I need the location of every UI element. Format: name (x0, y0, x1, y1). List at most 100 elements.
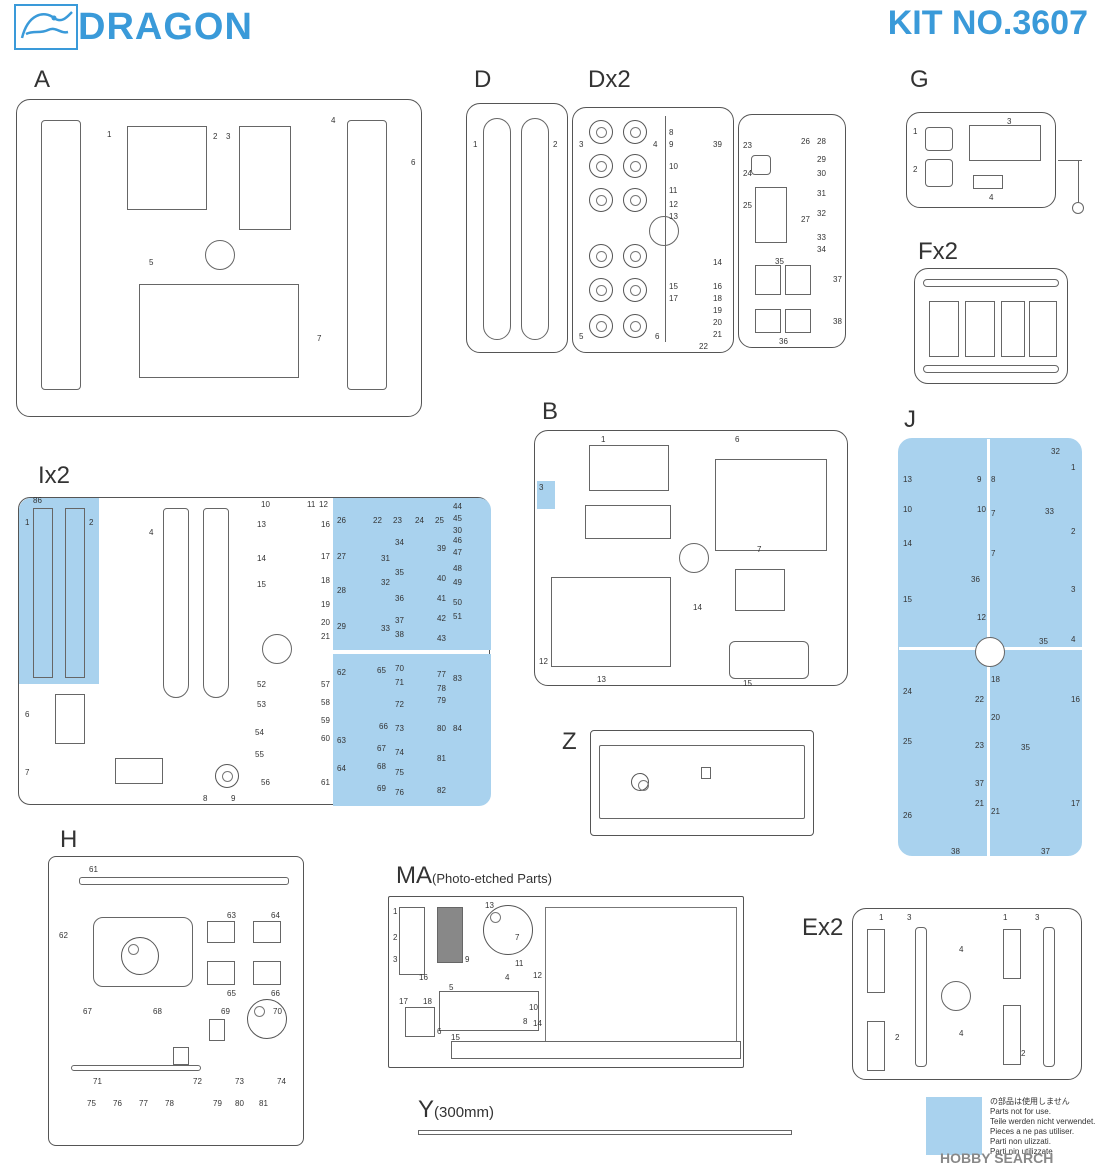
part-e-links-2 (867, 1021, 885, 1071)
legend-line: Pieces a ne pas utiliser. (990, 1127, 1075, 1136)
part-number: 11 (307, 500, 316, 509)
sprue-h: 61 62 63 64 65 66 67 68 69 70 71 72 73 7… (48, 856, 304, 1146)
part-number: 3 (539, 483, 544, 492)
part-e-track-run-2 (1043, 927, 1055, 1067)
part-number: 18 (321, 576, 330, 585)
part-ma-mesh-9 (437, 907, 463, 963)
part-number: 3 (226, 132, 231, 141)
sprue-label-ma: MA(Photo-etched Parts) (396, 862, 552, 890)
part-number: 83 (453, 674, 462, 683)
kit-number: KIT NO.3607 (887, 4, 1088, 42)
sprue-label-h: H (60, 826, 78, 853)
sprue-runner (665, 116, 666, 342)
part-number: 37 (1041, 847, 1050, 856)
part-number: 79 (437, 696, 446, 705)
part-number: 3 (1035, 913, 1040, 922)
part-number: 62 (337, 668, 346, 677)
part-number: 13 (669, 212, 678, 221)
part-number: 7 (991, 549, 996, 558)
part-i-grille-left (33, 508, 53, 678)
part-number: 2 (1071, 527, 1076, 536)
part-number: 63 (337, 736, 346, 745)
part-number: 75 (395, 768, 404, 777)
part-number: 23 (975, 741, 984, 750)
part-number: 37 (833, 275, 842, 284)
part-number: 32 (1051, 447, 1060, 456)
part-number: 65 (227, 989, 236, 998)
sprue-label-fx2: Fx2 (918, 238, 959, 265)
part-number: 27 (337, 552, 346, 561)
part-number: 9 (465, 955, 470, 964)
part-number: 21 (321, 632, 330, 641)
sprue-label-y: Y(300mm) (418, 1096, 494, 1124)
part-h-rod-71 (71, 1065, 201, 1071)
sprue-label-ex2: Ex2 (802, 914, 844, 941)
part-number: 26 (337, 516, 346, 525)
part-number: 9 (977, 475, 982, 484)
part-number: 40 (437, 574, 446, 583)
part-number: 38 (951, 847, 960, 856)
part-e-links-3 (1003, 929, 1021, 979)
part-number: 24 (743, 169, 752, 178)
part-number: 72 (193, 1077, 202, 1086)
part-number: 25 (903, 737, 912, 746)
part-number: 8 (523, 1017, 528, 1026)
sprue-i-gate-ring (262, 634, 292, 664)
part-number: 68 (153, 1007, 162, 1016)
part-number: 30 (453, 526, 462, 535)
part-number: 13 (903, 475, 912, 484)
part-i-door (55, 694, 85, 744)
part-d-track-guard-left (483, 118, 511, 340)
part-number: 1 (473, 140, 478, 149)
part-number: 28 (337, 586, 346, 595)
part-number: 1 (1071, 463, 1076, 472)
unused-region-b (537, 481, 555, 509)
part-d-box-2 (785, 265, 811, 295)
road-wheel (589, 244, 613, 268)
legend-line: Parts not for use. (990, 1107, 1051, 1116)
part-number: 82 (437, 786, 446, 795)
part-number: 58 (321, 698, 330, 707)
part-b-box-15 (729, 641, 809, 679)
sprue-label-b: B (542, 398, 559, 425)
part-z-hole (631, 773, 649, 791)
part-number: 4 (331, 116, 336, 125)
sprue-label-ma-sub: (Photo-etched Parts) (432, 871, 552, 886)
part-number: 7 (991, 509, 996, 518)
part-number: 22 (373, 516, 382, 525)
sprue-j: 13 10 14 15 9 10 12 36 32 1 8 7 7 33 2 3… (898, 438, 1083, 857)
unused-region-i-upper (333, 498, 491, 650)
part-number: 13 (597, 675, 606, 684)
part-g-clear-panel (969, 125, 1041, 161)
part-number: 31 (381, 554, 390, 563)
part-number: 52 (257, 680, 266, 689)
part-g-vision-block-2 (925, 159, 953, 187)
part-number: 7 (25, 768, 30, 777)
part-number: 55 (255, 750, 264, 759)
part-number: 20 (991, 713, 1000, 722)
road-wheel (589, 154, 613, 178)
part-g-vision-block-1 (925, 127, 953, 151)
part-a-side-panel-right (347, 120, 387, 390)
part-number: 66 (379, 722, 388, 731)
part-d-hatch-cover (751, 155, 771, 175)
part-number: 42 (437, 614, 446, 623)
part-number: 77 (437, 670, 446, 679)
part-number: 5 (579, 332, 584, 341)
part-number: 35 (1021, 743, 1030, 752)
part-number: 15 (257, 580, 266, 589)
part-h-bracket-64 (253, 921, 281, 943)
part-number: 84 (453, 724, 462, 733)
road-wheel (589, 120, 613, 144)
part-number: 17 (1071, 799, 1080, 808)
part-number: 69 (221, 1007, 230, 1016)
part-f-link-block-2 (965, 301, 995, 357)
sprue-e-gate-ring (941, 981, 971, 1011)
part-number: 47 (453, 548, 462, 557)
part-number: 18 (713, 294, 722, 303)
legend-text: の部品は使用しません Parts not for use. Teile werd… (990, 1097, 1095, 1157)
legend-line: Parti non ulizzati. (990, 1137, 1051, 1146)
part-number: 78 (165, 1099, 174, 1108)
part-number: 15 (743, 679, 752, 688)
part-number: 50 (453, 598, 462, 607)
